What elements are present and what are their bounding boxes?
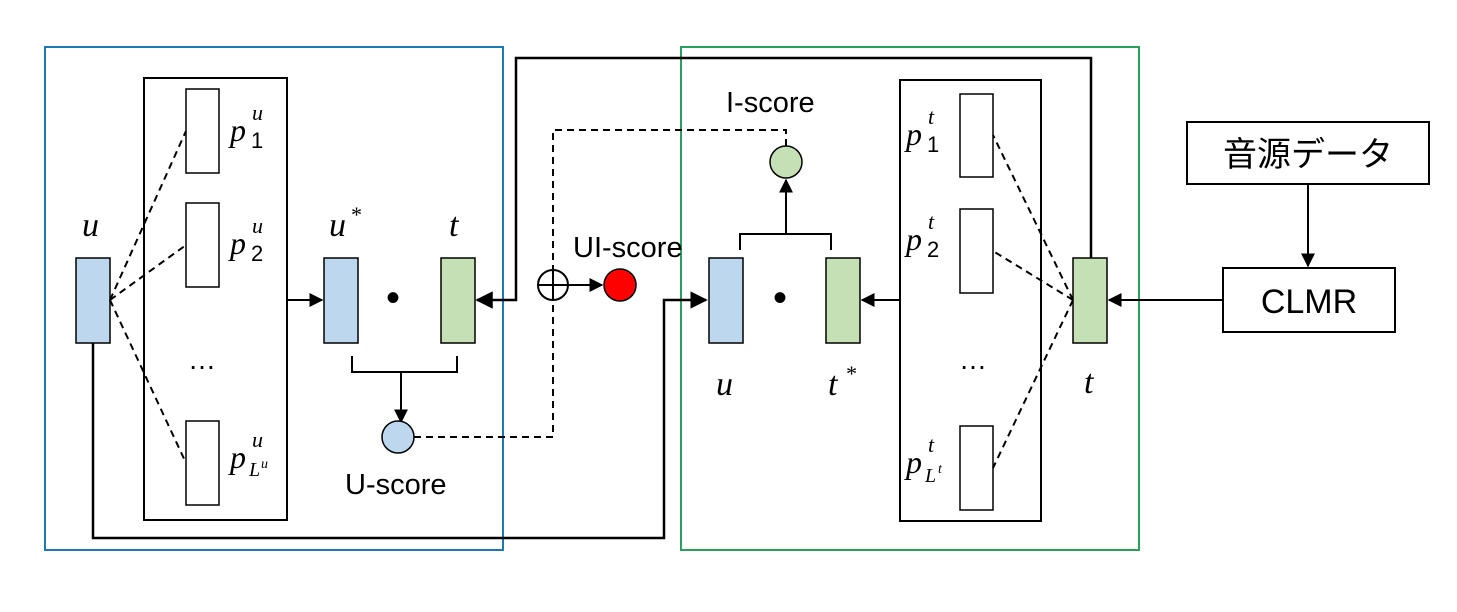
i-score-bracket — [739, 233, 832, 250]
user-vector-right-label: u — [716, 366, 733, 403]
dot-product-left: • — [386, 276, 400, 320]
clmr-box — [1222, 267, 1396, 333]
track-vector-right — [1072, 257, 1108, 344]
track-vector-left-label: t — [449, 207, 460, 244]
user-side-frame — [44, 46, 504, 551]
svg-text:p: p — [904, 221, 922, 257]
svg-text:p: p — [228, 225, 246, 261]
user-vector-left — [75, 257, 111, 344]
svg-text:p: p — [228, 112, 246, 148]
u-score-bracket — [351, 356, 458, 373]
user-prototype-ellipsis: … — [188, 344, 216, 375]
svg-text:t: t — [928, 209, 935, 234]
track-star-label: t * — [828, 361, 856, 403]
svg-text:u: u — [252, 100, 263, 125]
u-score-to-combine-line — [414, 299, 554, 438]
track-feedback-line — [475, 56, 1093, 309]
svg-text:L: L — [924, 465, 936, 487]
user-star-label: u * — [329, 202, 361, 244]
svg-text:*: * — [350, 202, 361, 227]
svg-text:1: 1 — [927, 132, 939, 157]
user-prototype-L — [185, 420, 220, 506]
svg-text:t: t — [928, 432, 935, 457]
svg-text:*: * — [845, 361, 856, 386]
svg-text:L: L — [248, 459, 260, 481]
audio-data-box — [1186, 121, 1430, 185]
track-vector-right-label: t — [1084, 364, 1095, 401]
user-star-vector — [323, 257, 359, 344]
svg-text:t: t — [828, 366, 839, 403]
svg-text:u: u — [329, 207, 346, 244]
svg-text:2: 2 — [251, 241, 263, 266]
ui-score-node — [603, 268, 637, 302]
svg-text:2: 2 — [927, 237, 939, 262]
svg-text:1: 1 — [251, 128, 263, 153]
ui-score-label: UI-score — [573, 232, 683, 264]
item-prototype-1-label: p t 1 — [904, 104, 939, 157]
user-feed-line — [91, 291, 708, 540]
audio-data-label: 音源データ — [1223, 135, 1393, 175]
combine-oplus-node — [537, 269, 569, 301]
svg-text:u: u — [261, 457, 268, 472]
svg-text:u: u — [252, 427, 263, 452]
user-prototype-L-label: p u L u — [228, 427, 268, 481]
user-prototype-1 — [185, 88, 220, 174]
u-score-label: U-score — [345, 469, 447, 501]
svg-text:u: u — [252, 213, 263, 238]
user-vector-right — [708, 257, 744, 344]
svg-text:p: p — [904, 444, 922, 480]
user-prototype-2 — [185, 202, 220, 288]
item-prototype-1 — [959, 93, 994, 178]
user-attention-lines — [109, 130, 187, 464]
item-prototype-L-label: p t L t — [904, 432, 943, 487]
track-vector-left — [440, 257, 476, 344]
svg-text:p: p — [904, 116, 922, 152]
item-attention-lines — [992, 134, 1074, 469]
clmr-label: CLMR — [1261, 283, 1357, 321]
svg-text:t: t — [938, 462, 943, 477]
svg-text:p: p — [228, 439, 246, 475]
item-prototype-2-label: p t 2 — [904, 209, 939, 262]
svg-text:t: t — [928, 104, 935, 129]
item-prototype-2 — [959, 208, 994, 294]
dot-product-right: • — [773, 276, 787, 320]
track-star-vector — [825, 257, 861, 344]
user-vector-left-label: u — [82, 207, 99, 244]
item-side-frame — [680, 46, 1140, 551]
user-prototype-2-label: p u 2 — [228, 213, 263, 266]
item-prototype-L — [959, 425, 994, 511]
i-score-to-combine-line — [552, 129, 787, 270]
i-score-node — [769, 145, 803, 179]
item-prototype-ellipsis: … — [959, 344, 987, 375]
user-prototype-1-label: p u 1 — [228, 100, 263, 153]
u-score-node — [381, 420, 415, 454]
i-score-label: I-score — [726, 87, 815, 119]
